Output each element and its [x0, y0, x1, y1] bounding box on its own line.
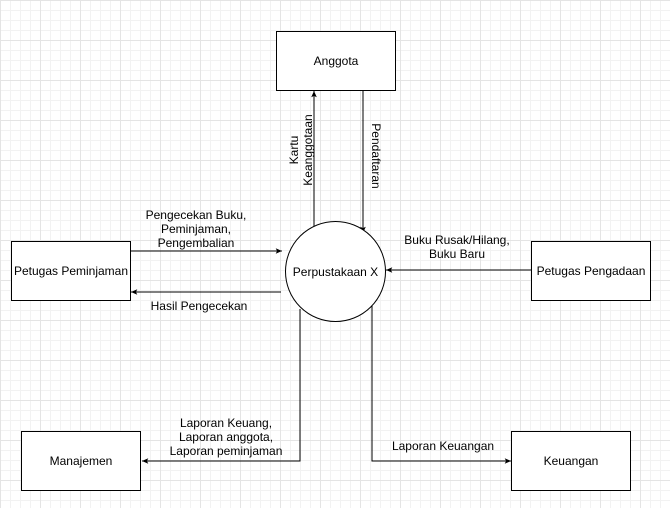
entity-petugas-peminjaman-label: Petugas Peminjaman	[13, 264, 129, 278]
entity-petugas-peminjaman[interactable]: Petugas Peminjaman	[11, 241, 131, 301]
entity-manajemen-label: Manajemen	[49, 454, 113, 468]
flow-laporan-manajemen-label: Laporan Keuang, Laporan anggota, Laporan…	[169, 416, 283, 458]
process-perpustakaan-x[interactable]: Perpustakaan X	[285, 221, 386, 322]
flow-pendaftaran-label: Pendaftaran	[369, 123, 383, 189]
entity-keuangan[interactable]: Keuangan	[511, 431, 631, 491]
entity-keuangan-label: Keuangan	[543, 454, 599, 468]
entity-manajemen[interactable]: Manajemen	[21, 431, 141, 491]
flow-laporan-manajemen-line	[142, 309, 301, 464]
flow-hasil-pengecekan-label: Hasil Pengecekan	[150, 299, 248, 313]
entity-anggota[interactable]: Anggota	[276, 31, 396, 91]
flow-pengecekan-label: Pengecekan Buku, Peminjaman, Pengembalia…	[145, 208, 247, 250]
flow-buku-rusak-label: Buku Rusak/Hilang, Buku Baru	[404, 233, 510, 261]
flow-laporan-keuangan-label: Laporan Keuangan	[391, 439, 495, 453]
flow-kartu-keanggotaan-label: Kartu Keanggotaan	[287, 114, 315, 186]
entity-petugas-pengadaan-label: Petugas Pengadaan	[536, 264, 646, 278]
entity-petugas-pengadaan[interactable]: Petugas Pengadaan	[531, 241, 651, 301]
entity-anggota-label: Anggota	[313, 54, 359, 68]
flow-laporan-keuangan-line	[371, 306, 511, 464]
process-label: Perpustakaan X	[292, 264, 379, 279]
